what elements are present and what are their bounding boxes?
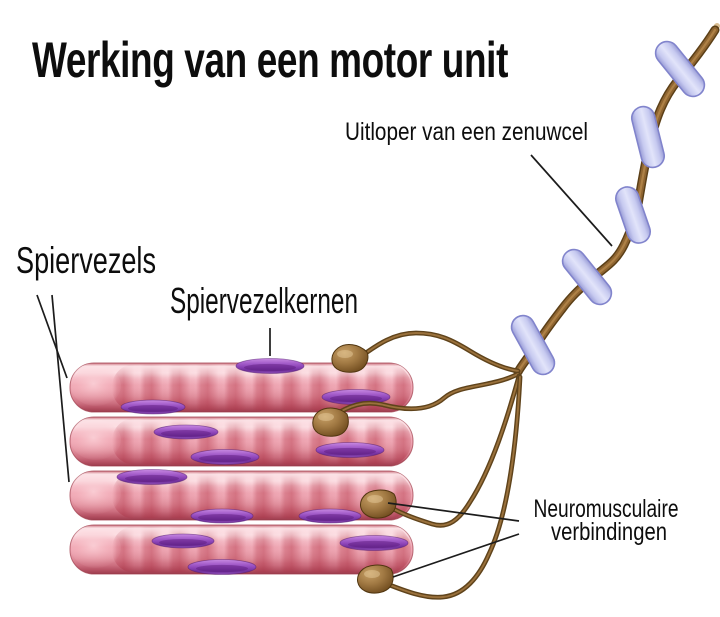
axon-branch [331,371,521,419]
muscle-fiber-nucleus [151,533,215,549]
myelin-sheath-segment [615,186,651,244]
muscle-fiber-nucleus [116,469,188,485]
label-pointer-lines [36,154,613,578]
label-pointer-line [51,294,70,483]
myelin-sheath-segment [630,105,666,169]
label-pointer-line [387,502,520,522]
label-muscle-fibers: Spiervezels [16,240,156,281]
myelin-sheath-segment [654,40,706,98]
muscle-fiber-nucleus [315,442,385,458]
myelin-sheath [510,40,706,376]
label-junctions-line1: Neuromusculaire [534,495,679,523]
muscle-fiber-nucleus [298,508,362,524]
neuromuscular-junctions [312,344,397,594]
neuromuscular-junction [331,344,369,373]
muscle-fiber-nucleus [190,508,254,524]
label-axon: Uitloper van een zenuwcel [345,118,588,146]
myelin-sheath-segment [561,248,613,306]
muscle-fiber-nucleus [120,399,186,415]
axon-path [513,23,720,377]
muscle-fiber-nucleus [187,559,257,575]
label-pointer-line [530,154,613,247]
label-pointer-line [392,533,520,578]
myelin-sheath-segment [510,314,556,376]
muscle-fiber-nucleus [153,424,219,440]
muscle-fiber-nucleus [339,535,409,551]
axon-branch [360,330,521,374]
muscle-fiber-nucleus [235,358,305,374]
axon-branches [331,330,523,600]
neuromuscular-junction [357,564,394,594]
label-nuclei: Spiervezelkernen [170,280,358,321]
page-title: Werking van een motor unit [32,32,509,88]
label-pointer-line [36,294,68,379]
muscle-fiber-nucleus [321,389,391,405]
neuromuscular-junction [312,407,349,437]
muscle-fiber-nuclei [116,358,409,575]
axon-branch [379,374,523,600]
muscle-fiber-nucleus [190,449,260,465]
label-junctions-line2: verbindingen [551,518,667,546]
neuromuscular-junction [360,489,397,519]
